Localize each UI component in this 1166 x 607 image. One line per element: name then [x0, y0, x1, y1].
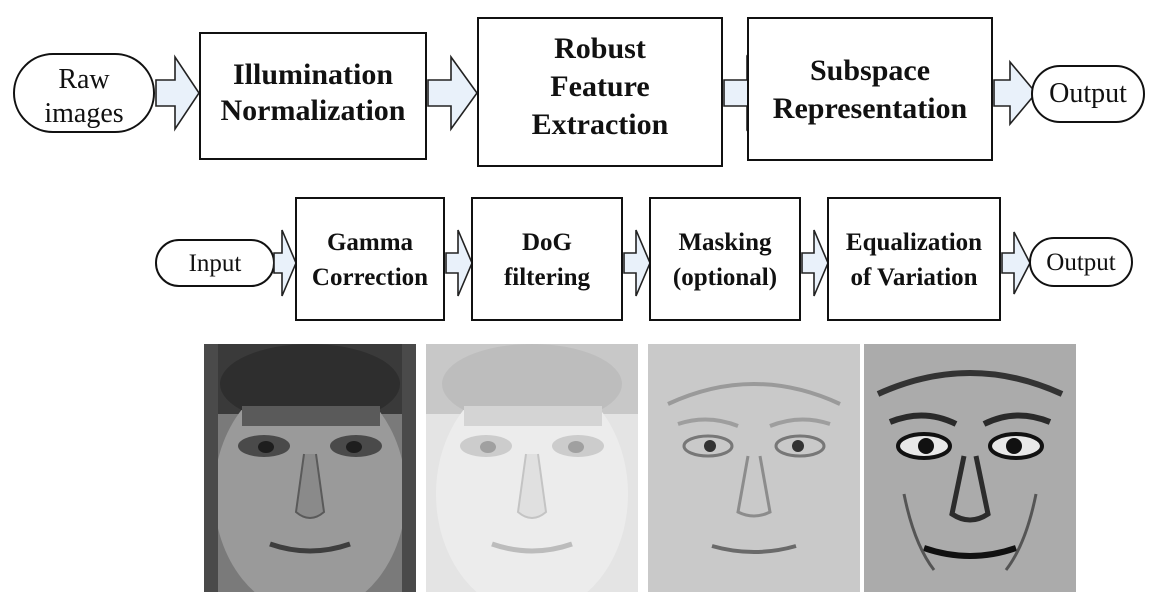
feature-label-line2: Feature — [550, 70, 649, 103]
illumination-label-line1: Illumination — [233, 58, 393, 91]
subspace-label-line1: Subspace — [810, 54, 930, 87]
masking-box — [649, 197, 801, 321]
dog-label-line1: DoG — [522, 229, 572, 256]
equalization-label-line2: of Variation — [850, 264, 977, 291]
face-image-dog — [648, 344, 860, 592]
dog-filtering-box — [471, 197, 623, 321]
dog-label-line2: filtering — [504, 264, 591, 291]
raw-images-label-line1: Raw — [58, 64, 110, 95]
face-image-equalized — [864, 344, 1076, 592]
face-photo-dog-icon — [648, 344, 860, 592]
raw-images-label-line2: images — [44, 98, 123, 129]
arrow-raw-to-illumination — [155, 54, 200, 132]
gamma-correction-box — [295, 197, 445, 321]
input-label: Input — [189, 250, 242, 277]
arrow-subspace-to-output — [993, 59, 1038, 127]
subspace-representation-box — [747, 17, 993, 161]
bottom-output-node — [1029, 237, 1133, 287]
face-photo-original-icon — [204, 344, 416, 592]
top-output-node — [1031, 65, 1145, 123]
equalization-label-line1: Equalization — [846, 229, 982, 256]
top-output-label: Output — [1049, 78, 1127, 109]
arrow-input-to-gamma — [273, 229, 297, 297]
masking-label-line1: Masking — [678, 229, 772, 256]
arrow-gamma-to-dog — [445, 229, 473, 297]
illumination-label-line2: Normalization — [221, 94, 406, 127]
face-photo-gamma-icon — [426, 344, 638, 592]
robust-feature-extraction-box — [477, 17, 723, 167]
face-photo-equalized-icon — [864, 344, 1076, 592]
face-image-original — [204, 344, 416, 592]
arrow-equalization-to-output — [1001, 231, 1031, 295]
face-image-gamma — [426, 344, 638, 592]
masking-label-line2: (optional) — [673, 264, 777, 291]
feature-label-line1: Robust — [554, 32, 646, 65]
arrow-masking-to-equalization — [801, 229, 829, 297]
bottom-output-label: Output — [1046, 249, 1116, 276]
subspace-label-line2: Representation — [773, 92, 968, 125]
gamma-label-line2: Correction — [312, 264, 428, 291]
gamma-label-line1: Gamma — [327, 229, 414, 256]
arrow-illumination-to-feature — [427, 54, 478, 132]
illumination-normalization-box — [199, 32, 427, 160]
arrow-dog-to-masking — [623, 229, 651, 297]
feature-label-line3: Extraction — [532, 108, 669, 141]
equalization-box — [827, 197, 1001, 321]
raw-images-node — [13, 53, 155, 133]
